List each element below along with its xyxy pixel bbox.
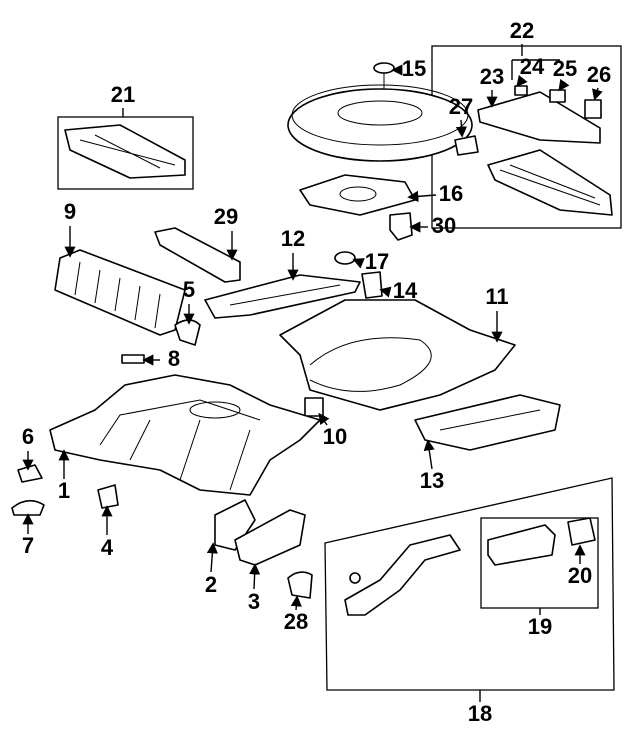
group-box-18 — [324, 477, 615, 691]
part-10-bracket — [304, 397, 324, 417]
part-17-nut — [334, 251, 356, 265]
callout-25: 25 — [553, 56, 577, 81]
part-1-front-floor-pan — [49, 374, 321, 496]
part-11-rear-floor-pan — [279, 299, 516, 411]
callout-16: 16 — [439, 181, 463, 206]
part-19-20-pieces — [487, 517, 596, 566]
callout-12: 12 — [281, 226, 305, 251]
part-25 — [549, 89, 566, 103]
part-7-plug — [11, 499, 45, 516]
callout-18: 18 — [468, 701, 492, 726]
callout-1: 1 — [58, 478, 70, 503]
part-24 — [514, 85, 528, 96]
callout-10: 10 — [323, 424, 347, 449]
callout-23: 23 — [480, 64, 504, 89]
callout-24: 24 — [520, 54, 545, 79]
part-30-bracket — [389, 212, 413, 241]
callout-4: 4 — [101, 535, 114, 560]
callout-29: 29 — [214, 204, 238, 229]
callout-27: 27 — [449, 94, 473, 119]
callout-3: 3 — [248, 589, 260, 614]
group-box-21 — [57, 116, 194, 190]
part-18-rear-member — [344, 534, 461, 616]
callout-22: 22 — [510, 18, 534, 43]
part-15-bolt — [373, 62, 395, 92]
callout-14: 14 — [393, 278, 418, 303]
callout-28: 28 — [284, 609, 308, 634]
part-22-23-members — [454, 85, 613, 216]
part-26 — [584, 99, 602, 119]
callout-11: 11 — [485, 284, 508, 309]
part-16-tire-bracket — [299, 174, 416, 216]
part-29-member — [154, 227, 241, 283]
part-12-crossmember — [204, 274, 361, 319]
callout-2: 2 — [205, 572, 217, 597]
part-14-bracket — [361, 271, 383, 299]
leader-lines — [22, 44, 603, 702]
callout-19: 19 — [528, 614, 552, 639]
part-28-bracket — [287, 571, 313, 599]
callout-13: 13 — [420, 468, 444, 493]
part-spare-tire — [287, 84, 473, 162]
part-4-bracket — [97, 484, 119, 509]
part-8-clip — [121, 354, 145, 364]
part-21-rear-floor-member — [64, 124, 186, 179]
part-27 — [454, 135, 479, 156]
callout-30: 30 — [432, 213, 456, 238]
callout-20: 20 — [568, 563, 592, 588]
callout-5: 5 — [183, 277, 195, 302]
callout-26: 26 — [587, 62, 611, 87]
part-9-panel — [54, 249, 186, 336]
callout-15: 15 — [402, 56, 426, 81]
callout-17: 17 — [365, 249, 389, 274]
part-6-plug — [17, 464, 43, 483]
callout-8: 8 — [168, 346, 180, 371]
callout-9: 9 — [64, 199, 76, 224]
callout-21: 21 — [111, 82, 135, 107]
part-2-3-brackets — [214, 499, 306, 566]
part-5-bracket — [174, 319, 201, 346]
callout-7: 7 — [22, 533, 34, 558]
part-13-panel — [414, 394, 561, 451]
callout-6: 6 — [22, 424, 34, 449]
